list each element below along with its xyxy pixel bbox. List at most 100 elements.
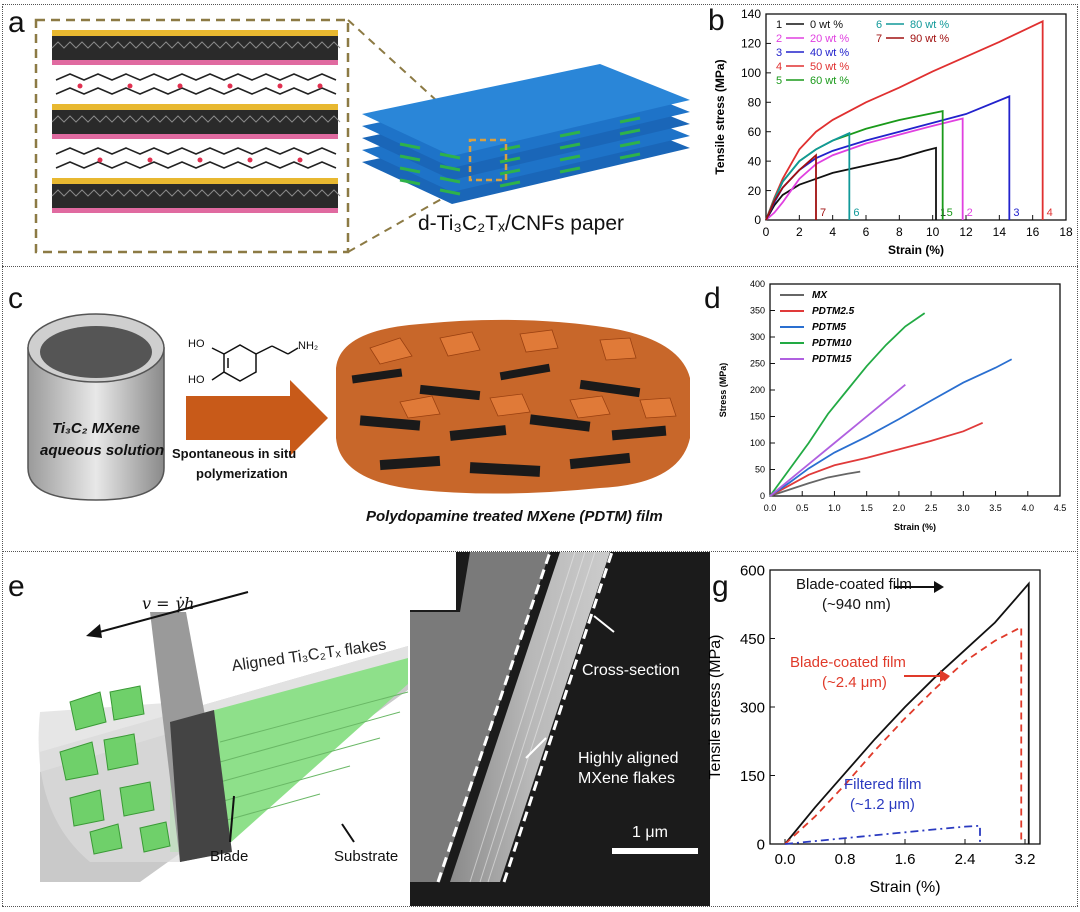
x-tick-label: 2 <box>796 225 803 239</box>
panel-e-letter: e <box>8 570 25 603</box>
legend-label: PDTM10 <box>812 338 852 349</box>
x-tick-label: 16 <box>1026 225 1040 239</box>
panel-d-letter: d <box>704 282 721 315</box>
y-tick-label: 0 <box>760 491 765 501</box>
x-axis-label: Strain (%) <box>888 243 944 257</box>
y-tick-label: 100 <box>750 438 765 448</box>
series-end-tag: 3 <box>1013 207 1019 219</box>
x-axis-label: Strain (%) <box>894 522 936 532</box>
x-tick-label: 2.5 <box>925 503 938 513</box>
molecule-ho-bottom: HO <box>188 374 205 386</box>
series-line-5 <box>765 131 851 221</box>
g-label-blade-1b: (~940 nm) <box>822 596 891 613</box>
mxene-label-1: Ti₃C₂ MXene <box>52 420 140 437</box>
panel-f-sem-image <box>410 552 710 906</box>
legend-number: 4 <box>776 61 782 73</box>
panel-g-letter: g <box>712 570 729 603</box>
legend-number: 6 <box>876 19 882 31</box>
y-tick-label: 0 <box>754 213 761 227</box>
series-line-2 <box>784 824 981 845</box>
y-axis-label: Tensile stress (MPa) <box>713 59 727 174</box>
x-tick-label: 1.5 <box>860 503 873 513</box>
legend-number: 5 <box>776 75 782 87</box>
velocity-formula: v = γ̇h <box>142 594 195 613</box>
x-tick-label: 8 <box>896 225 903 239</box>
g-label-filteredb: (~1.2 μm) <box>850 796 915 813</box>
x-tick-label: 0.5 <box>796 503 809 513</box>
legend-label: 0 wt % <box>810 19 843 31</box>
series-line-0 <box>769 470 861 497</box>
y-tick-label: 300 <box>740 699 765 716</box>
aligned-film <box>170 658 408 852</box>
x-tick-label: 4.0 <box>1022 503 1035 513</box>
series-line-0 <box>784 581 1030 845</box>
paper-stack <box>362 64 690 204</box>
arrowhead <box>934 581 944 593</box>
legend-label: PDTM2.5 <box>812 306 855 317</box>
aligned-flakes-text-2: MXene flakes <box>578 770 675 787</box>
x-tick-label: 0.0 <box>764 503 777 513</box>
x-tick-label: 3.5 <box>989 503 1002 513</box>
series-line-0 <box>765 146 937 221</box>
x-tick-label: 10 <box>926 225 940 239</box>
legend-label: 60 wt % <box>810 75 849 87</box>
frame-right <box>1077 6 1078 906</box>
y-tick-label: 400 <box>750 279 765 289</box>
y-axis-label: Stress (MPa) <box>718 363 728 418</box>
scale-bar-label: 1 μm <box>632 824 668 841</box>
series-end-tag: 7 <box>820 207 826 219</box>
aligned-flakes-text-1: Highly aligned <box>578 750 679 767</box>
y-tick-label: 600 <box>740 562 765 579</box>
y-tick-label: 100 <box>741 66 761 80</box>
panel-a-caption: d-Ti₃C₂Tₓ/CNFs paper <box>418 212 625 235</box>
divider-row1 <box>2 266 1078 267</box>
x-tick-label: 12 <box>959 225 973 239</box>
y-tick-label: 40 <box>748 154 762 168</box>
g-label-filtered: Filtered film <box>844 776 922 793</box>
series-end-tag: 2 <box>967 207 973 219</box>
molecule-nh2: NH₂ <box>298 340 319 352</box>
y-tick-label: 200 <box>750 385 765 395</box>
panel-b-letter: b <box>708 4 725 37</box>
y-tick-label: 20 <box>748 184 762 198</box>
legend-label: 50 wt % <box>810 61 849 73</box>
cellulose-chains <box>55 73 337 169</box>
x-tick-label: 3.2 <box>1015 851 1036 868</box>
y-tick-label: 150 <box>750 412 765 422</box>
series-end-tag: 4 <box>1047 207 1053 219</box>
y-tick-label: 250 <box>750 359 765 369</box>
divider-row2 <box>2 551 1078 552</box>
x-tick-label: 0 <box>763 225 770 239</box>
g-label-blade-1: Blade-coated film <box>796 576 912 593</box>
y-tick-label: 300 <box>750 332 765 342</box>
x-tick-label: 6 <box>863 225 870 239</box>
series-line-1 <box>784 625 1023 845</box>
series-line-2 <box>769 358 1013 497</box>
arrow-text-2: polymerization <box>196 466 288 481</box>
legend-label: PDTM5 <box>812 322 846 333</box>
panel-e-illustration <box>38 591 409 882</box>
x-tick-label: 0.8 <box>835 851 856 868</box>
molecule-ho-top: HO <box>188 338 205 350</box>
beaker <box>27 313 165 501</box>
x-tick-label: 14 <box>993 225 1007 239</box>
series-line-6 <box>765 153 817 221</box>
y-axis-label: Tensile stress (MPa) <box>707 635 724 780</box>
g-label-blade-2b: (~2.4 μm) <box>822 674 887 691</box>
panel-a-letter: a <box>8 6 25 39</box>
panel-c-letter: c <box>8 282 23 315</box>
x-tick-label: 1.0 <box>828 503 841 513</box>
series-line-3 <box>765 19 1044 221</box>
mxene-layer-2 <box>52 104 338 139</box>
film-caption: Polydopamine treated MXene (PDTM) film <box>366 508 663 525</box>
legend-number: 3 <box>776 47 782 59</box>
y-tick-label: 80 <box>748 95 762 109</box>
arrow-text-1: Spontaneous in situ <box>172 446 297 461</box>
y-tick-label: 150 <box>740 768 765 785</box>
panel-a-illustration <box>34 18 690 254</box>
legend-label: 90 wt % <box>910 33 949 45</box>
legend-label: MX <box>812 290 828 301</box>
legend-label: 40 wt % <box>810 47 849 59</box>
